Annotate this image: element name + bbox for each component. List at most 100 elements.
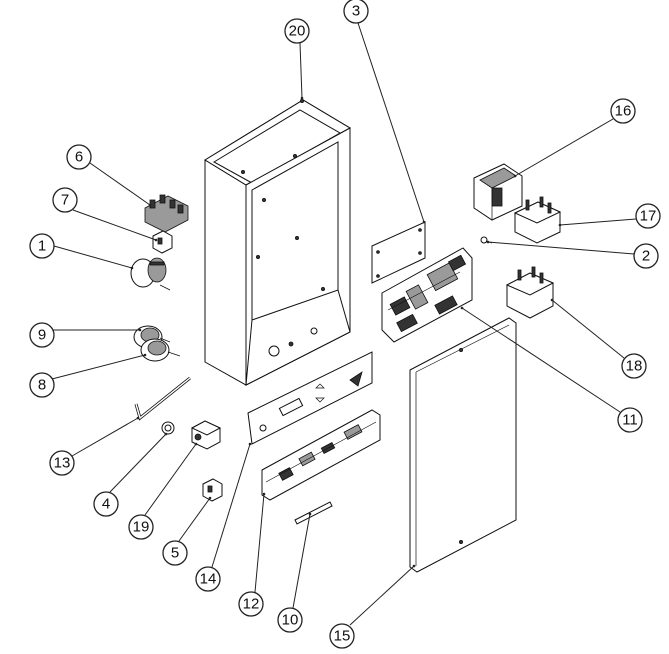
part-small-block xyxy=(152,230,173,254)
leader-line-17 xyxy=(559,218,637,226)
leader-lines xyxy=(51,22,637,626)
part-terminal-block xyxy=(144,194,189,233)
callout-19: 19 xyxy=(128,514,154,540)
leader-line-20 xyxy=(299,42,303,99)
leader-line-1 xyxy=(53,245,133,269)
leader-end-9 xyxy=(138,328,142,332)
callout-9: 9 xyxy=(29,322,55,348)
leader-line-10 xyxy=(292,513,311,609)
callout-20: 20 xyxy=(284,18,310,44)
part-front-label-panel xyxy=(247,351,373,445)
callout-label: 1 xyxy=(38,238,46,255)
callout-3: 3 xyxy=(343,0,369,24)
callout-17: 17 xyxy=(635,203,661,229)
callout-label: 16 xyxy=(615,103,632,120)
part-enclosure-box xyxy=(204,99,352,386)
leader-end-3 xyxy=(422,220,426,224)
part-ring xyxy=(161,421,175,435)
part-potentiometer xyxy=(190,420,222,450)
leader-end-18 xyxy=(550,298,554,302)
callout-label: 4 xyxy=(102,496,110,513)
part-tube xyxy=(134,376,191,421)
leader-line-14 xyxy=(211,443,251,568)
leader-line-12 xyxy=(254,493,265,593)
leader-end-7 xyxy=(154,238,158,242)
part-pressure-switch-8 xyxy=(140,338,181,362)
leader-end-16 xyxy=(513,174,517,178)
callout-label: 18 xyxy=(626,358,643,375)
leader-line-7 xyxy=(72,209,157,241)
callout-1: 1 xyxy=(29,233,55,259)
leader-end-8 xyxy=(143,353,147,357)
leader-line-11 xyxy=(461,307,621,413)
part-small-bar xyxy=(294,501,333,525)
callout-label: 9 xyxy=(38,327,46,344)
leader-end-19 xyxy=(194,442,198,446)
leader-end-5 xyxy=(208,496,212,500)
callout-label: 10 xyxy=(282,612,299,629)
part-display-board xyxy=(261,409,381,501)
callout-7: 7 xyxy=(52,187,78,213)
leader-line-5 xyxy=(178,497,211,542)
part-relay-18 xyxy=(505,266,555,319)
leader-end-14 xyxy=(248,442,252,446)
leader-line-19 xyxy=(144,443,197,516)
leader-end-2 xyxy=(486,240,490,244)
leader-end-13 xyxy=(136,416,140,420)
part-door-panel xyxy=(409,317,517,573)
callout-12: 12 xyxy=(238,591,264,617)
part-transformer xyxy=(473,163,523,221)
leader-line-16 xyxy=(514,118,614,177)
part-relay-17 xyxy=(513,196,562,244)
callout-label: 3 xyxy=(352,3,360,20)
callout-label: 2 xyxy=(642,248,650,265)
leader-line-8 xyxy=(51,354,146,380)
leader-line-18 xyxy=(551,299,625,359)
leader-end-1 xyxy=(130,266,134,270)
callout-label: 15 xyxy=(334,628,351,645)
leader-end-10 xyxy=(308,512,312,516)
callout-label: 8 xyxy=(38,377,46,394)
callout-label: 13 xyxy=(54,455,71,472)
callout-label: 19 xyxy=(133,519,150,536)
callout-label: 6 xyxy=(75,149,83,166)
leader-end-4 xyxy=(164,432,168,436)
callout-label: 7 xyxy=(61,192,69,209)
part-cover-plate-small xyxy=(371,221,426,284)
callout-2: 2 xyxy=(633,243,659,269)
leader-line-6 xyxy=(89,162,151,206)
callout-label: 11 xyxy=(622,412,638,429)
leader-end-15 xyxy=(412,564,416,568)
callout-16: 16 xyxy=(610,98,636,124)
callout-14: 14 xyxy=(195,566,221,592)
part-circuit-board xyxy=(381,247,473,343)
callout-label: 12 xyxy=(243,596,260,613)
callout-label: 14 xyxy=(200,571,217,588)
leader-line-4 xyxy=(109,433,167,493)
leader-end-12 xyxy=(262,492,266,496)
callout-6: 6 xyxy=(66,144,92,170)
callout-4: 4 xyxy=(93,491,119,517)
leader-line-13 xyxy=(71,417,139,457)
leader-end-20 xyxy=(300,96,304,100)
callout-13: 13 xyxy=(49,450,75,476)
leader-end-11 xyxy=(460,306,464,310)
callout-15: 15 xyxy=(329,623,355,649)
callout-18: 18 xyxy=(621,353,647,379)
callout-8: 8 xyxy=(29,372,55,398)
callout-10: 10 xyxy=(277,607,303,633)
callout-5: 5 xyxy=(162,540,188,566)
part-small-box xyxy=(202,478,223,502)
leader-line-3 xyxy=(357,22,425,223)
callout-label: 5 xyxy=(171,545,179,562)
callout-11: 11 xyxy=(617,407,643,433)
callout-label: 17 xyxy=(640,208,657,225)
callout-label: 20 xyxy=(289,23,306,40)
leader-end-17 xyxy=(558,223,562,227)
part-motor xyxy=(130,257,171,291)
leader-line-2 xyxy=(487,241,635,255)
leader-end-6 xyxy=(148,203,152,207)
leader-line-15 xyxy=(349,565,415,626)
